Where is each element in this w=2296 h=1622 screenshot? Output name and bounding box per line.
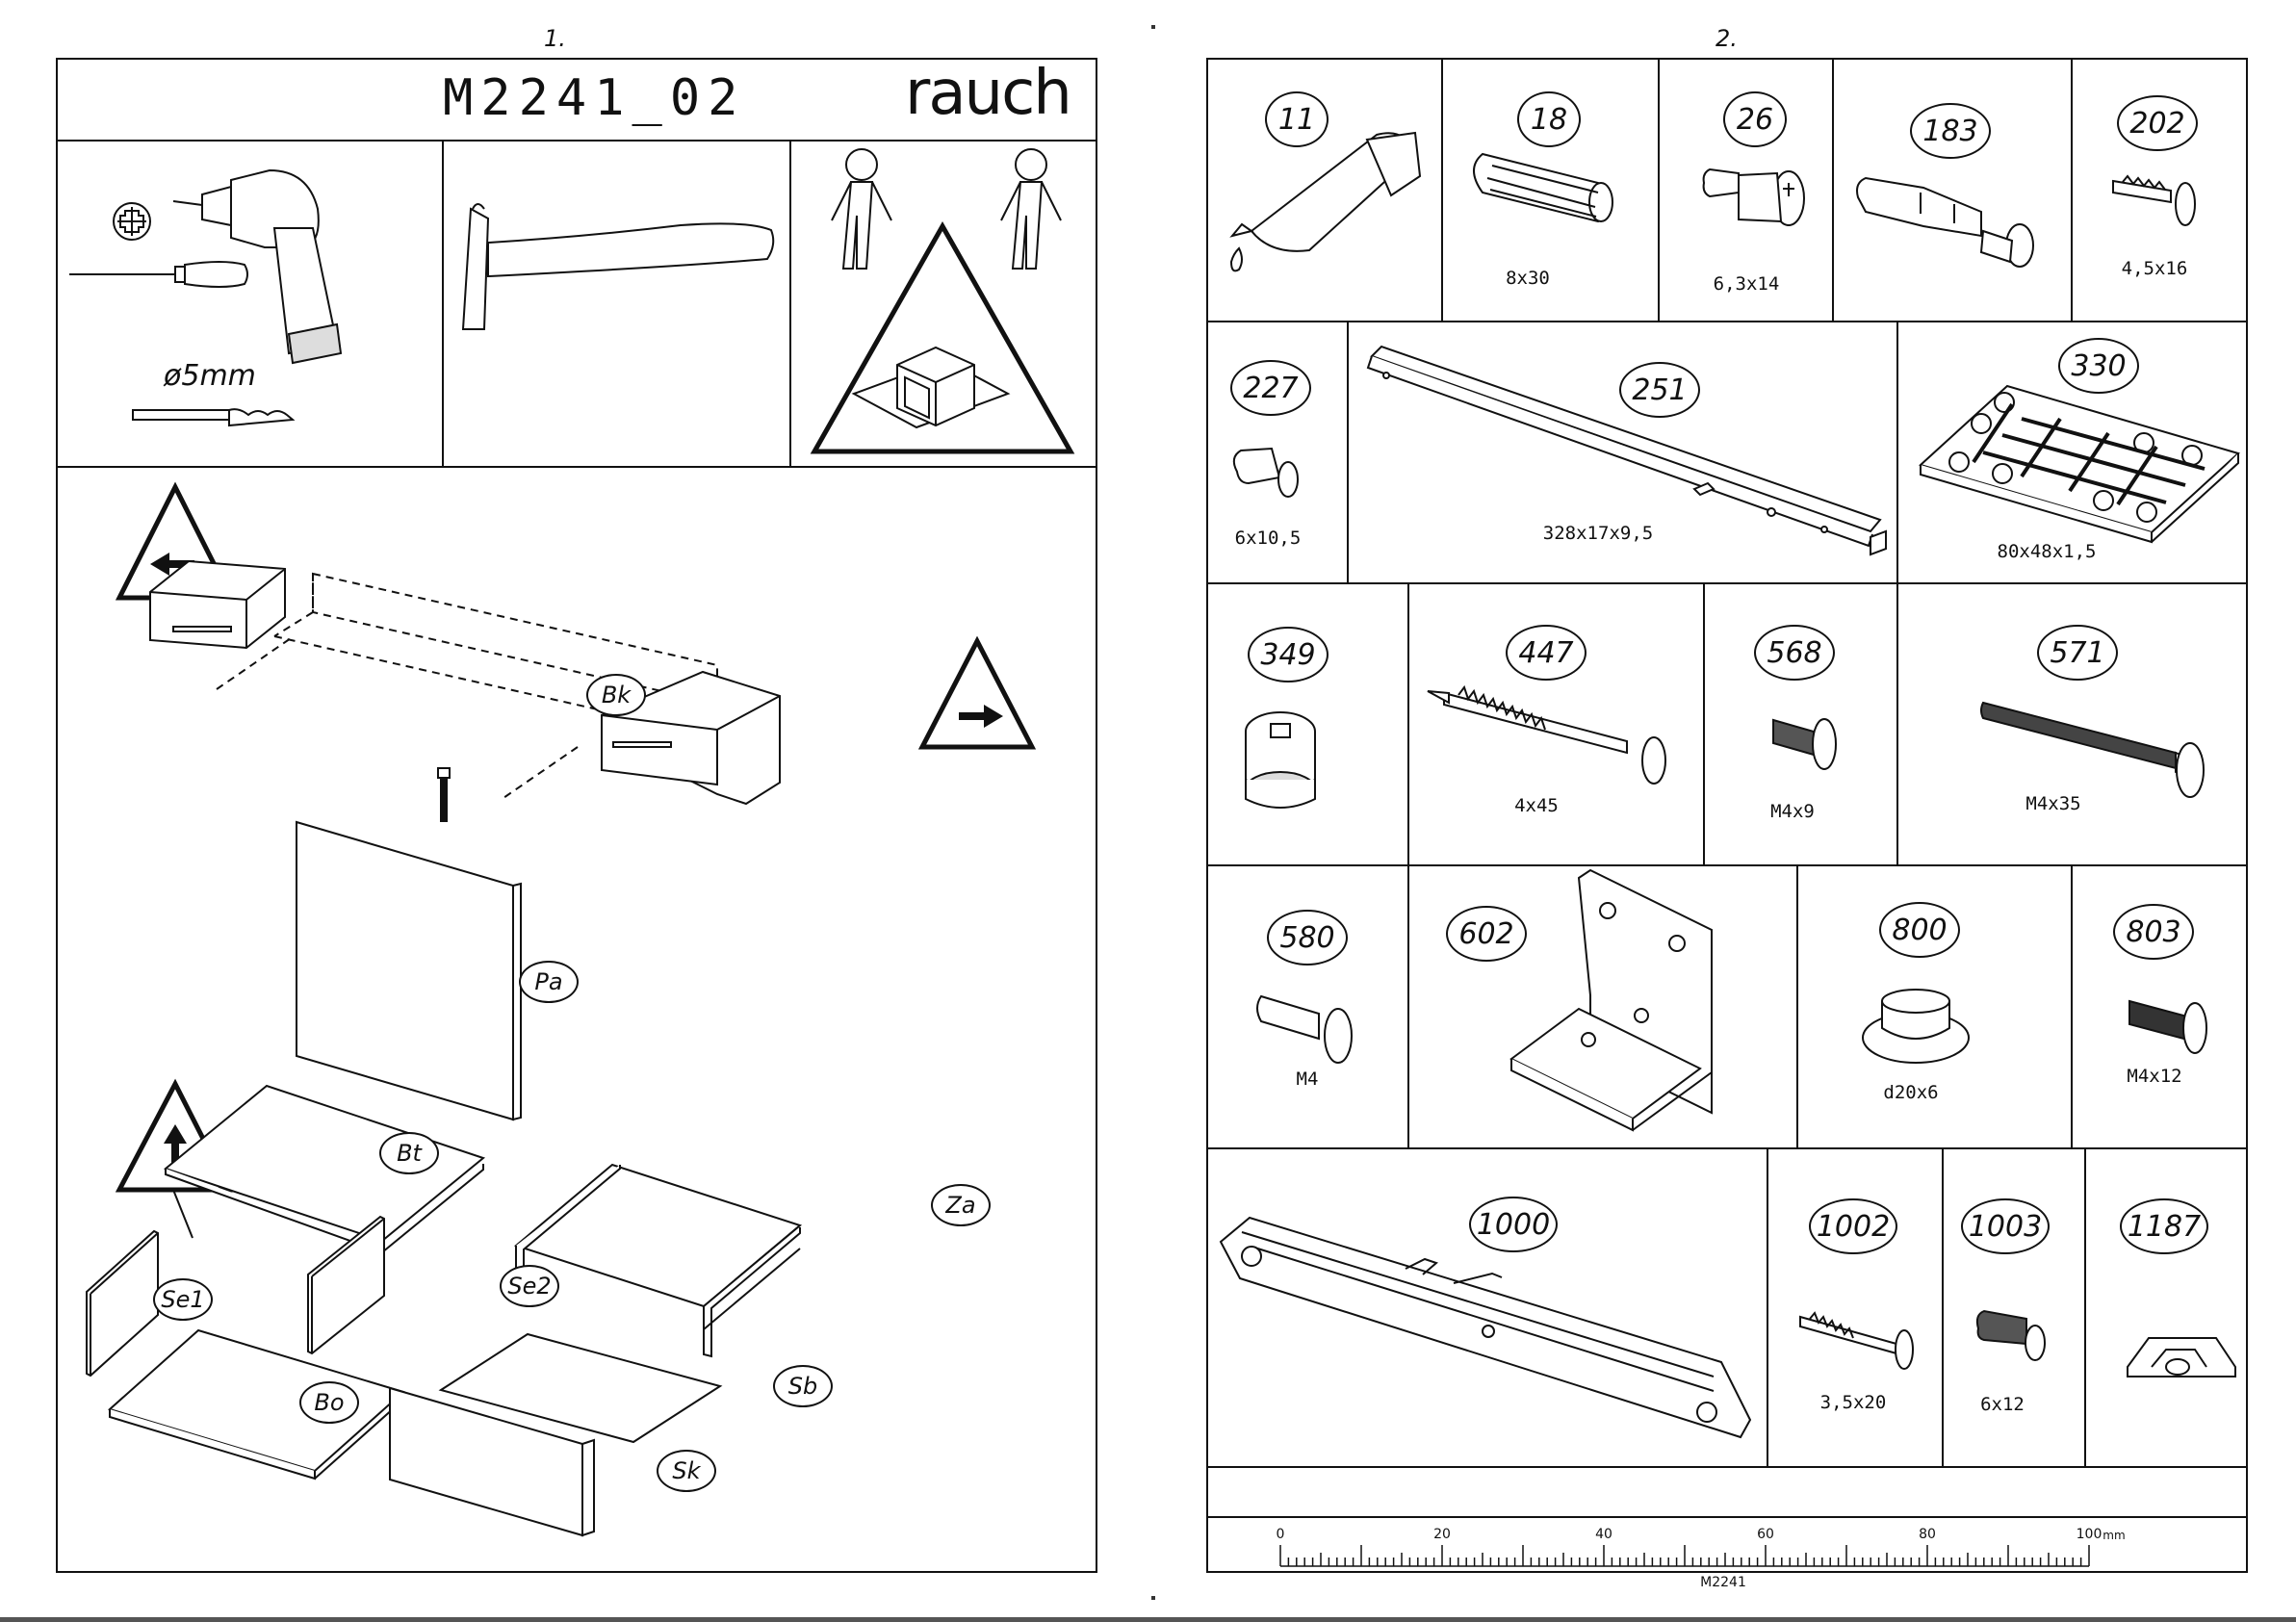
machine-screw-short-icon <box>1773 719 1836 769</box>
dowel-icon <box>1474 154 1612 221</box>
fold-mark <box>1151 25 1155 29</box>
expansion-dowel-icon <box>1857 178 2033 267</box>
runner-clip-icon <box>2128 1338 2235 1377</box>
wood-screw-icon <box>2113 176 2195 225</box>
drawer-runner-icon <box>1221 1218 1750 1437</box>
machine-screw-icon <box>2129 1001 2206 1053</box>
countersunk-screw-icon <box>1800 1313 1913 1369</box>
long-wood-screw-icon <box>1428 687 1665 784</box>
insert-nut-icon <box>1234 449 1298 497</box>
ruler-label-20: 20 <box>1433 1527 1451 1542</box>
ruler-label-80: 80 <box>1919 1527 1936 1542</box>
ruler-label-60: 60 <box>1757 1527 1774 1542</box>
ruler-label-0: 0 <box>1277 1527 1285 1542</box>
ruler-label-100: 100 <box>2077 1527 2103 1542</box>
long-bolt-icon <box>1981 703 2204 797</box>
connector-screw-icon <box>1257 996 1352 1063</box>
mounting-plate-icon <box>1921 386 2238 542</box>
measurement-ruler <box>1251 1535 2118 1574</box>
angle-bracket-icon <box>1511 870 1712 1130</box>
ruler-unit: mm <box>2103 1529 2125 1542</box>
euro-screw-icon <box>1704 169 1804 225</box>
ruler-code: M2241 <box>1700 1575 1746 1590</box>
ruler-label-40: 40 <box>1595 1527 1612 1542</box>
furniture-glider-icon <box>1863 990 1969 1063</box>
metal-rail-icon <box>1368 347 1886 554</box>
scan-edge <box>0 1617 2296 1622</box>
cam-lock-icon <box>1246 712 1315 808</box>
glue-tube-icon <box>1231 133 1420 270</box>
threaded-insert-icon <box>1977 1311 2045 1360</box>
fold-mark <box>1151 1596 1155 1600</box>
